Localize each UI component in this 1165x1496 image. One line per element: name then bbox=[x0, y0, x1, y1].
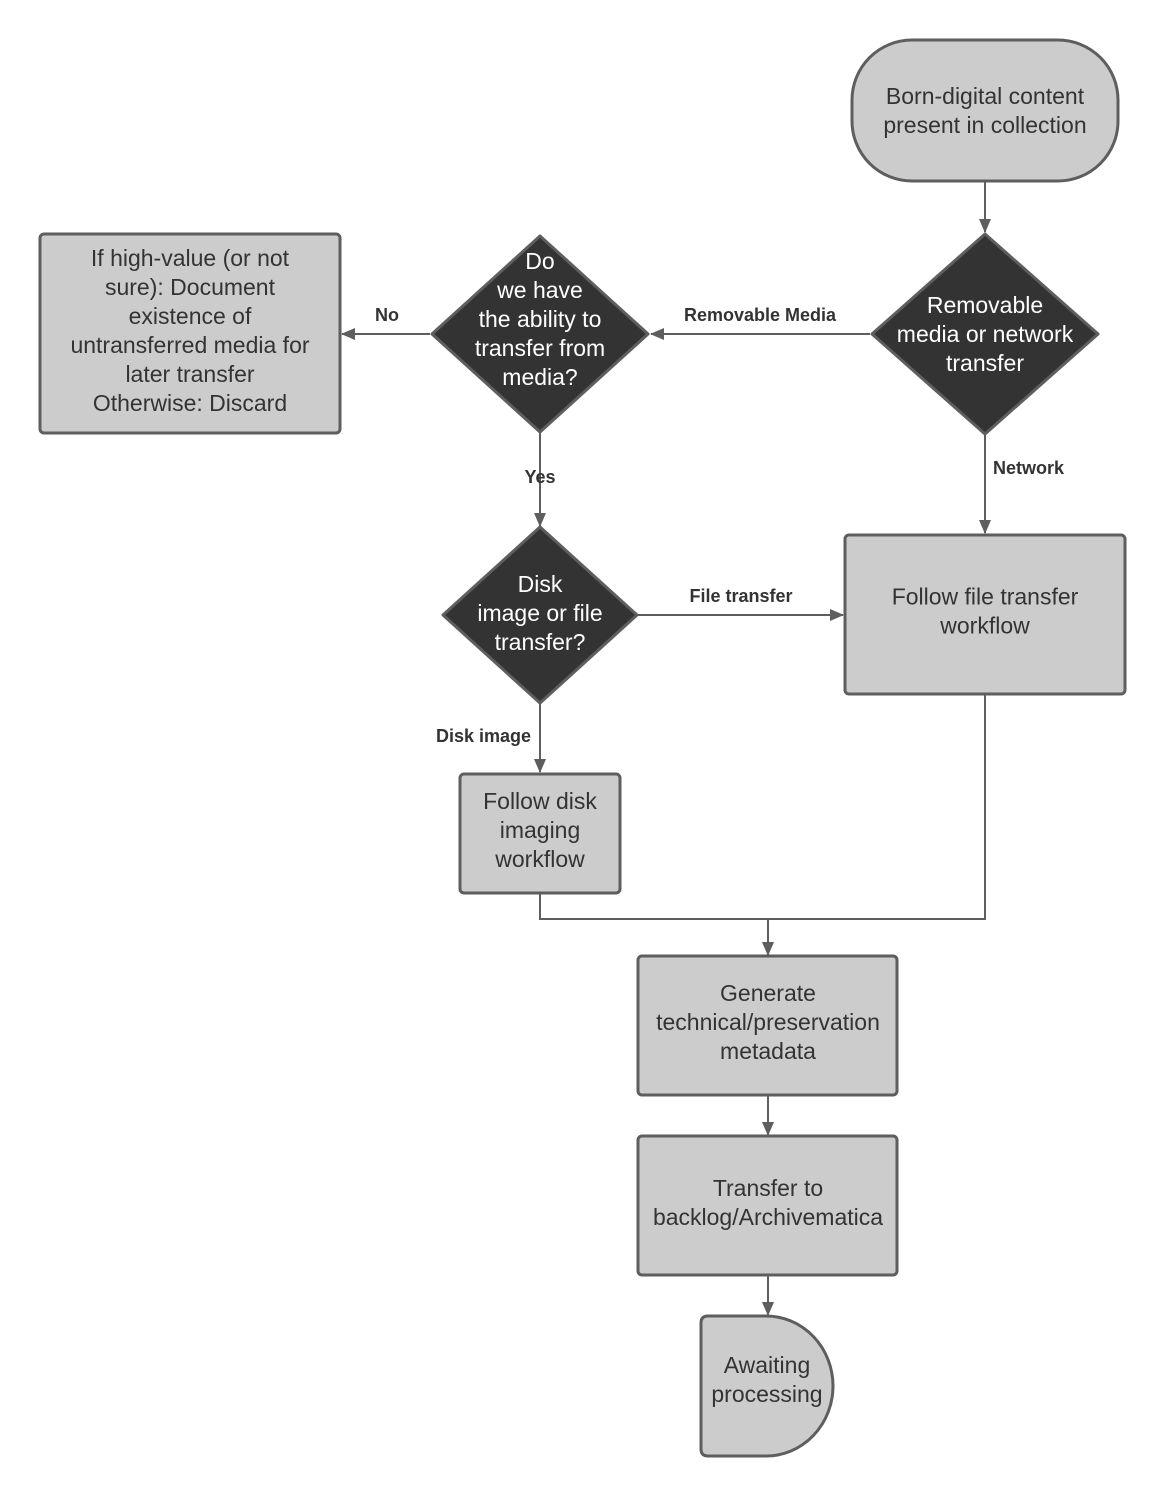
label-line: Generate bbox=[720, 980, 816, 1006]
label-line: existence of bbox=[129, 303, 252, 329]
node-document: If high-value (or not sure): Document exis… bbox=[38, 232, 342, 435]
delay-shape bbox=[699, 1314, 835, 1458]
label-line: metadata bbox=[720, 1038, 816, 1064]
decision-shape bbox=[430, 234, 650, 434]
label-line: workflow bbox=[939, 613, 1030, 639]
node-media-or-network-decision: Removable media or network transfer bbox=[870, 232, 1100, 436]
label-line: media? bbox=[502, 364, 577, 390]
label-file-transfer: File transfer bbox=[689, 586, 792, 606]
node-disk-or-file-decision: Disk image or file transfer? bbox=[441, 525, 639, 705]
label-yes: Yes bbox=[524, 467, 555, 487]
label-line: Disk bbox=[518, 571, 563, 597]
label-line: Transfer to bbox=[713, 1175, 823, 1201]
node-document-label: If high-value (or not sure): Document exis… bbox=[70, 245, 309, 416]
label-line: later transfer bbox=[125, 361, 254, 387]
label-line: Otherwise: Discard bbox=[93, 390, 287, 416]
process-shape bbox=[636, 954, 899, 1097]
label-network: Network bbox=[993, 458, 1065, 478]
edge-labels: Removable Media Network No Yes File tran… bbox=[375, 305, 1065, 746]
node-ability-decision: Do we have the ability to transfer from medi… bbox=[430, 234, 650, 434]
label-line: workflow bbox=[494, 846, 585, 872]
decision-shape bbox=[870, 232, 1100, 436]
label-line: backlog/Archivematica bbox=[653, 1204, 883, 1230]
label-line: sure): Document bbox=[105, 274, 276, 300]
decision-shape bbox=[441, 525, 639, 705]
node-backlog: Transfer to backlog/Archivematica bbox=[636, 1134, 899, 1277]
label-disk-image: Disk image bbox=[436, 726, 531, 746]
node-file-workflow: Follow file transfer workflow bbox=[843, 533, 1127, 696]
label-line: Removable bbox=[927, 292, 1043, 318]
label-line: Do bbox=[525, 248, 554, 274]
node-start-label: Born-digital content present in collectio… bbox=[883, 83, 1086, 138]
label-line: Awaiting bbox=[724, 1352, 811, 1378]
label-line: Follow disk bbox=[483, 788, 597, 814]
process-shape bbox=[843, 533, 1127, 696]
node-metadata: Generate technical/preservation metadata bbox=[636, 954, 899, 1097]
label-line: transfer bbox=[946, 350, 1024, 376]
label-line: untransferred media for bbox=[70, 332, 309, 358]
node-media-or-network-label: Removable media or network transfer bbox=[897, 292, 1074, 376]
label-line: transfer? bbox=[495, 629, 586, 655]
node-awaiting: Awaiting processing bbox=[699, 1314, 835, 1458]
node-disk-workflow: Follow disk imaging workflow bbox=[458, 772, 622, 895]
terminal-shape bbox=[850, 38, 1120, 183]
label-line: Born-digital content bbox=[886, 83, 1085, 109]
label-line: If high-value (or not bbox=[91, 245, 290, 271]
label-line: the ability to bbox=[479, 306, 602, 332]
label-removable-media: Removable Media bbox=[684, 305, 837, 325]
node-start: Born-digital content present in collectio… bbox=[850, 38, 1120, 183]
node-metadata-label: Generate technical/preservation metadata bbox=[656, 980, 880, 1064]
label-no: No bbox=[375, 305, 399, 325]
process-shape bbox=[458, 772, 622, 895]
label-line: present in collection bbox=[883, 112, 1086, 138]
edge-disk-workflow-to-merge bbox=[539, 695, 986, 920]
process-shape bbox=[636, 1134, 899, 1277]
process-shape bbox=[38, 232, 342, 435]
label-line: media or network bbox=[897, 321, 1074, 347]
label-line: processing bbox=[711, 1381, 822, 1407]
label-line: technical/preservation bbox=[656, 1009, 880, 1035]
label-line: we have bbox=[496, 277, 583, 303]
label-line: image or file bbox=[477, 600, 602, 626]
node-ability-label: Do we have the ability to transfer from medi… bbox=[475, 248, 605, 390]
label-line: Follow file transfer bbox=[892, 584, 1079, 610]
label-line: transfer from bbox=[475, 335, 605, 361]
node-file-workflow-label: Follow file transfer workflow bbox=[892, 584, 1079, 639]
node-awaiting-label: Awaiting processing bbox=[711, 1352, 822, 1407]
node-backlog-label: Transfer to backlog/Archivematica bbox=[653, 1175, 883, 1230]
node-disk-workflow-label: Follow disk imaging workflow bbox=[483, 788, 597, 872]
label-line: imaging bbox=[500, 817, 581, 843]
node-disk-or-file-label: Disk image or file transfer? bbox=[477, 571, 602, 655]
connectors bbox=[341, 181, 991, 1316]
